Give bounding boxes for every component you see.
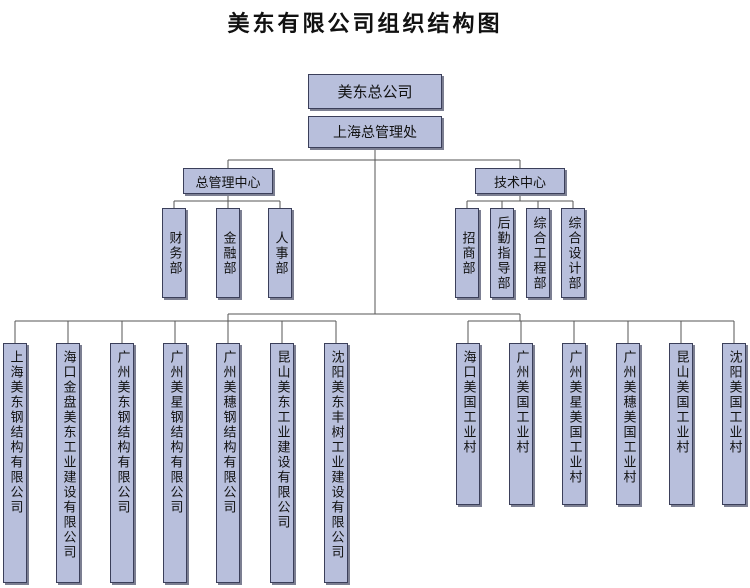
node-village: 广州美穗美国工业村 bbox=[616, 343, 640, 505]
node-mgmt-dept: 财务部 bbox=[162, 208, 186, 298]
node-village: 昆山美国工业村 bbox=[669, 343, 693, 505]
node-village: 广州美国工业村 bbox=[509, 343, 533, 505]
node-tech-dept: 招商部 bbox=[455, 208, 479, 298]
node-village: 沈阳美国工业村 bbox=[722, 343, 746, 505]
node-mgmt-dept: 人事部 bbox=[268, 208, 292, 298]
node-mgmt-center: 总管理中心 bbox=[183, 168, 273, 194]
node-company: 上海美东钢结构有限公司 bbox=[3, 343, 27, 583]
node-tech-dept: 综合工程部 bbox=[526, 208, 550, 298]
node-mgmt-dept: 金融部 bbox=[216, 208, 240, 298]
node-village: 广州美星美国工业村 bbox=[562, 343, 586, 505]
node-company: 广州美穗钢结构有限公司 bbox=[216, 343, 240, 583]
node-root: 美东总公司 bbox=[308, 74, 442, 109]
node-company: 广州美星钢结构有限公司 bbox=[163, 343, 187, 583]
node-company: 广州美东钢结构有限公司 bbox=[110, 343, 134, 583]
chart-title: 美东有限公司组织结构图 bbox=[227, 12, 503, 37]
node-hq: 上海总管理处 bbox=[308, 116, 442, 148]
node-company: 沈阳美东丰树工业建设有限公司 bbox=[324, 343, 348, 583]
node-tech-dept: 综合设计部 bbox=[561, 208, 585, 298]
node-tech-dept: 后勤指导部 bbox=[490, 208, 514, 298]
node-company: 海口金盘美东工业建设有限公司 bbox=[56, 343, 80, 583]
node-village: 海口美国工业村 bbox=[456, 343, 480, 505]
node-company: 昆山美东工业建设有限公司 bbox=[270, 343, 294, 583]
node-tech-center: 技术中心 bbox=[475, 168, 565, 194]
